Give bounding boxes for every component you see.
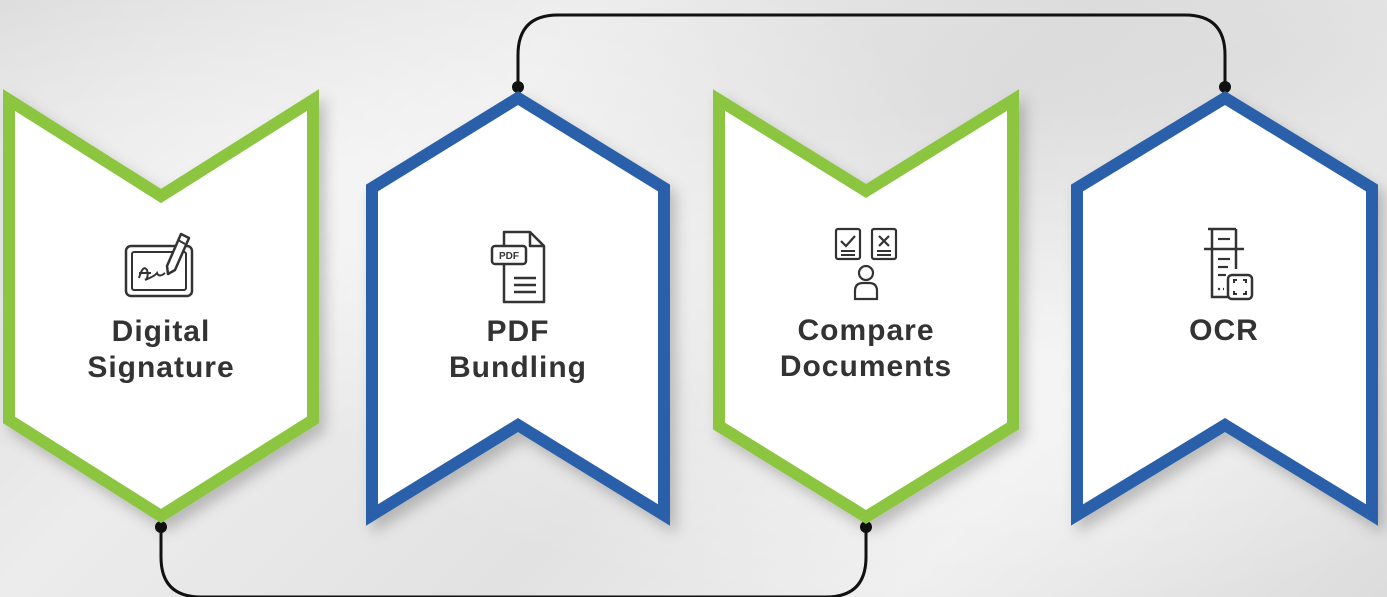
digital-signature-icon — [124, 232, 194, 298]
step-title-line2: Bundling — [449, 351, 587, 384]
step-shape-ocr — [1071, 90, 1378, 526]
step-shape-compare-documents — [713, 89, 1019, 525]
svg-text:PDF: PDF — [499, 251, 519, 262]
step-title-line2: Documents — [779, 350, 953, 383]
step-compare-documents: Compare Documents — [751, 225, 981, 385]
connector-dot-pdf-top — [512, 81, 524, 93]
step-title-line1: Compare — [797, 314, 935, 347]
step-title-line1: PDF — [486, 315, 550, 348]
connector-dot-compare-bottom — [860, 521, 872, 533]
pdf-file-icon: PDF — [490, 230, 546, 304]
connector-dot-ocr-top — [1219, 81, 1231, 93]
step-digital-signature: Digital Signature — [46, 226, 276, 386]
step-title-line2: Signature — [87, 351, 235, 384]
connector-dot-signature-bottom — [155, 521, 167, 533]
step-shape-pdf-bundling — [366, 90, 670, 526]
step-ocr: OCR — [1109, 225, 1339, 349]
ocr-scan-icon — [1204, 227, 1254, 301]
connector-top — [516, 13, 1227, 87]
step-title-line1: OCR — [1189, 314, 1259, 347]
step-title-line1: Digital — [111, 315, 211, 348]
step-pdf-bundling: PDF PDF Bundling — [403, 228, 633, 386]
step-shape-digital-signature — [3, 89, 319, 524]
compare-documents-icon — [834, 227, 898, 301]
connector-bottom — [159, 527, 868, 597]
